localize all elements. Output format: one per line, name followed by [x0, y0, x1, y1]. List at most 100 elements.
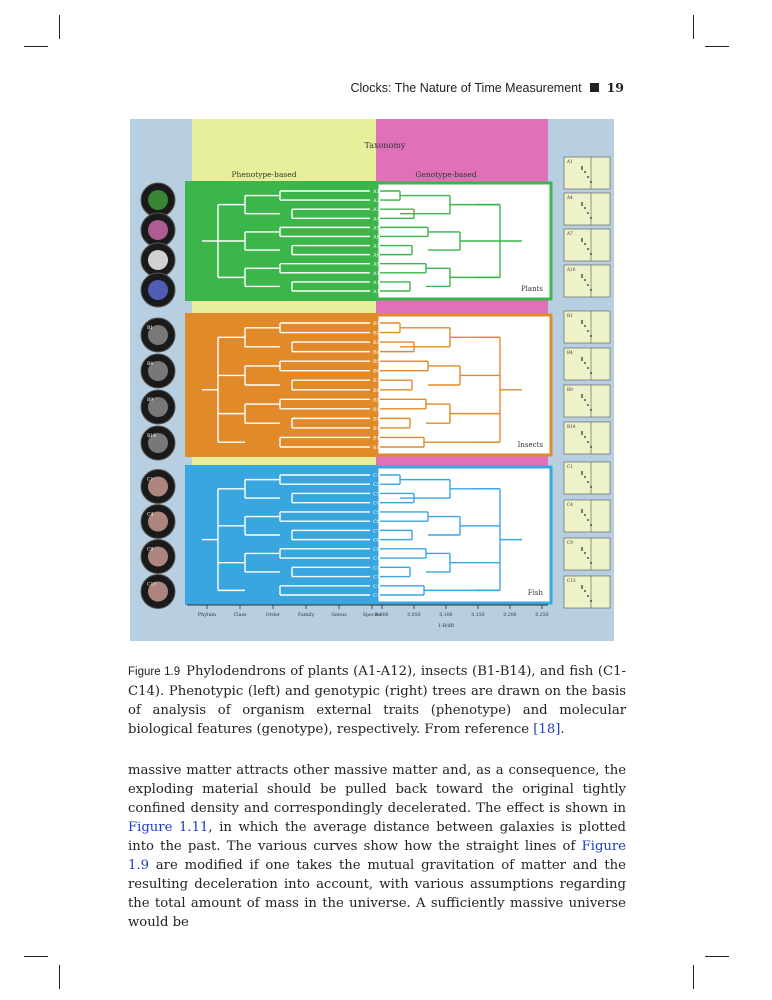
x-tick-label-right: 0.200 [503, 612, 516, 618]
organism-photo-detail [148, 581, 168, 602]
crop-mark [24, 46, 48, 47]
leaf-label: A11 [372, 280, 383, 286]
phenotype-panel-insects [185, 313, 377, 457]
side-plot-point [581, 240, 583, 242]
side-plot-point [590, 181, 592, 183]
side-plot-point [587, 404, 589, 406]
side-plot-point [590, 562, 592, 564]
side-plot-point [584, 476, 586, 478]
figure-link-1-11[interactable]: Figure 1.11 [128, 820, 209, 835]
organism-photo-detail [148, 546, 168, 567]
side-plot-label: C9 [567, 540, 573, 545]
side-plot-label: A4 [566, 195, 573, 200]
side-plot-label: B14 [567, 424, 576, 429]
side-plot-point [587, 212, 589, 214]
body-text-2: , in which the average distance between … [128, 820, 626, 854]
side-plot-label: B9 [567, 387, 573, 392]
side-plot-point [584, 590, 586, 592]
leaf-label: C13 [373, 584, 383, 590]
phenotype-panel-fish [185, 465, 377, 605]
leaf-label: C4 [373, 501, 380, 507]
x-tick-label-left: Class [234, 612, 248, 618]
side-plot-label: A10 [566, 267, 576, 272]
leaf-label: C5 [373, 510, 380, 516]
side-plot [563, 575, 611, 609]
side-plot [563, 156, 611, 190]
leaf-label: C12 [373, 575, 383, 581]
crop-mark [705, 46, 729, 47]
leaf-label: B7 [373, 378, 380, 384]
side-plot-label: C4 [567, 502, 573, 507]
leaf-label: A10 [372, 271, 383, 277]
organism-label: C9 [147, 547, 153, 553]
x-tick-label-right: 0.100 [439, 612, 452, 618]
side-plot [563, 384, 611, 418]
organism-photo-detail [148, 476, 168, 497]
leaf-label: C7 [373, 528, 380, 534]
leaf-label: C11 [373, 565, 383, 571]
side-plot-point [581, 357, 583, 359]
x-axis-right-title: 1-R/dB [438, 623, 454, 629]
side-plot-point [584, 279, 586, 281]
crop-mark [59, 15, 60, 39]
side-plot [563, 228, 611, 262]
side-plot-point [584, 207, 586, 209]
leaf-label: C6 [373, 519, 380, 525]
figure-link-1-9[interactable]: Figure 1.9 [128, 839, 626, 873]
leaf-label: A12 [372, 289, 383, 295]
leaf-label: C14 [373, 593, 383, 599]
side-plot-point [584, 171, 586, 173]
panel-name-insects: Insects [518, 441, 544, 449]
leaf-label: C1 [373, 473, 380, 479]
leaf-label: C10 [373, 556, 383, 562]
side-plot-point [584, 552, 586, 554]
x-tick-label-right: 0.150 [471, 612, 484, 618]
side-plot-point [581, 433, 583, 435]
organism-photo-detail [148, 220, 168, 240]
side-plot-point [584, 514, 586, 516]
crop-mark [24, 956, 48, 957]
side-plot [563, 310, 611, 344]
leaf-label: B1 [373, 321, 380, 327]
side-plot-point [581, 549, 583, 551]
side-plot-point [581, 168, 583, 170]
leaf-label: B9 [373, 397, 380, 403]
panel-name-plants: Plants [521, 285, 543, 293]
crop-mark [705, 956, 729, 957]
side-plot-point [587, 557, 589, 559]
organism-photo-detail [148, 361, 168, 381]
side-plot-point [581, 202, 583, 204]
crop-mark [693, 965, 694, 989]
leaf-label: A2 [372, 198, 380, 204]
side-plot-point [581, 394, 583, 396]
side-plot-point [581, 274, 583, 276]
reference-link[interactable]: [18] [533, 722, 561, 737]
side-plot [563, 192, 611, 226]
body-text-1: massive matter attracts other massive ma… [128, 763, 626, 816]
leaf-label: B3 [373, 340, 380, 346]
side-plot-label: B4 [567, 350, 573, 355]
organism-photo-detail [148, 397, 168, 417]
side-plot [563, 499, 611, 533]
organism-label: C1 [147, 477, 153, 483]
side-plot-point [581, 204, 583, 206]
organism-photo-detail [148, 280, 168, 300]
leaf-label: C2 [373, 482, 380, 488]
side-plot-point [587, 367, 589, 369]
x-tick-label-left: Species [363, 612, 382, 618]
leaf-label: A4 [372, 216, 380, 222]
organism-photo-detail [148, 190, 168, 210]
leaf-label: C3 [373, 491, 380, 497]
side-plot-point [590, 409, 592, 411]
side-plot [563, 461, 611, 495]
side-plot-label: B1 [567, 313, 573, 318]
organism-photo-detail [148, 250, 168, 270]
x-tick-label-left: Genus [331, 612, 347, 618]
side-plot-point [587, 330, 589, 332]
leaf-label: B11 [373, 416, 383, 422]
caption-text: Phylodendrons of plants (A1-A12), insect… [128, 664, 626, 737]
organism-label: B4 [147, 361, 153, 367]
leaf-label: A6 [372, 234, 380, 240]
side-plot-label: C1 [567, 464, 573, 469]
